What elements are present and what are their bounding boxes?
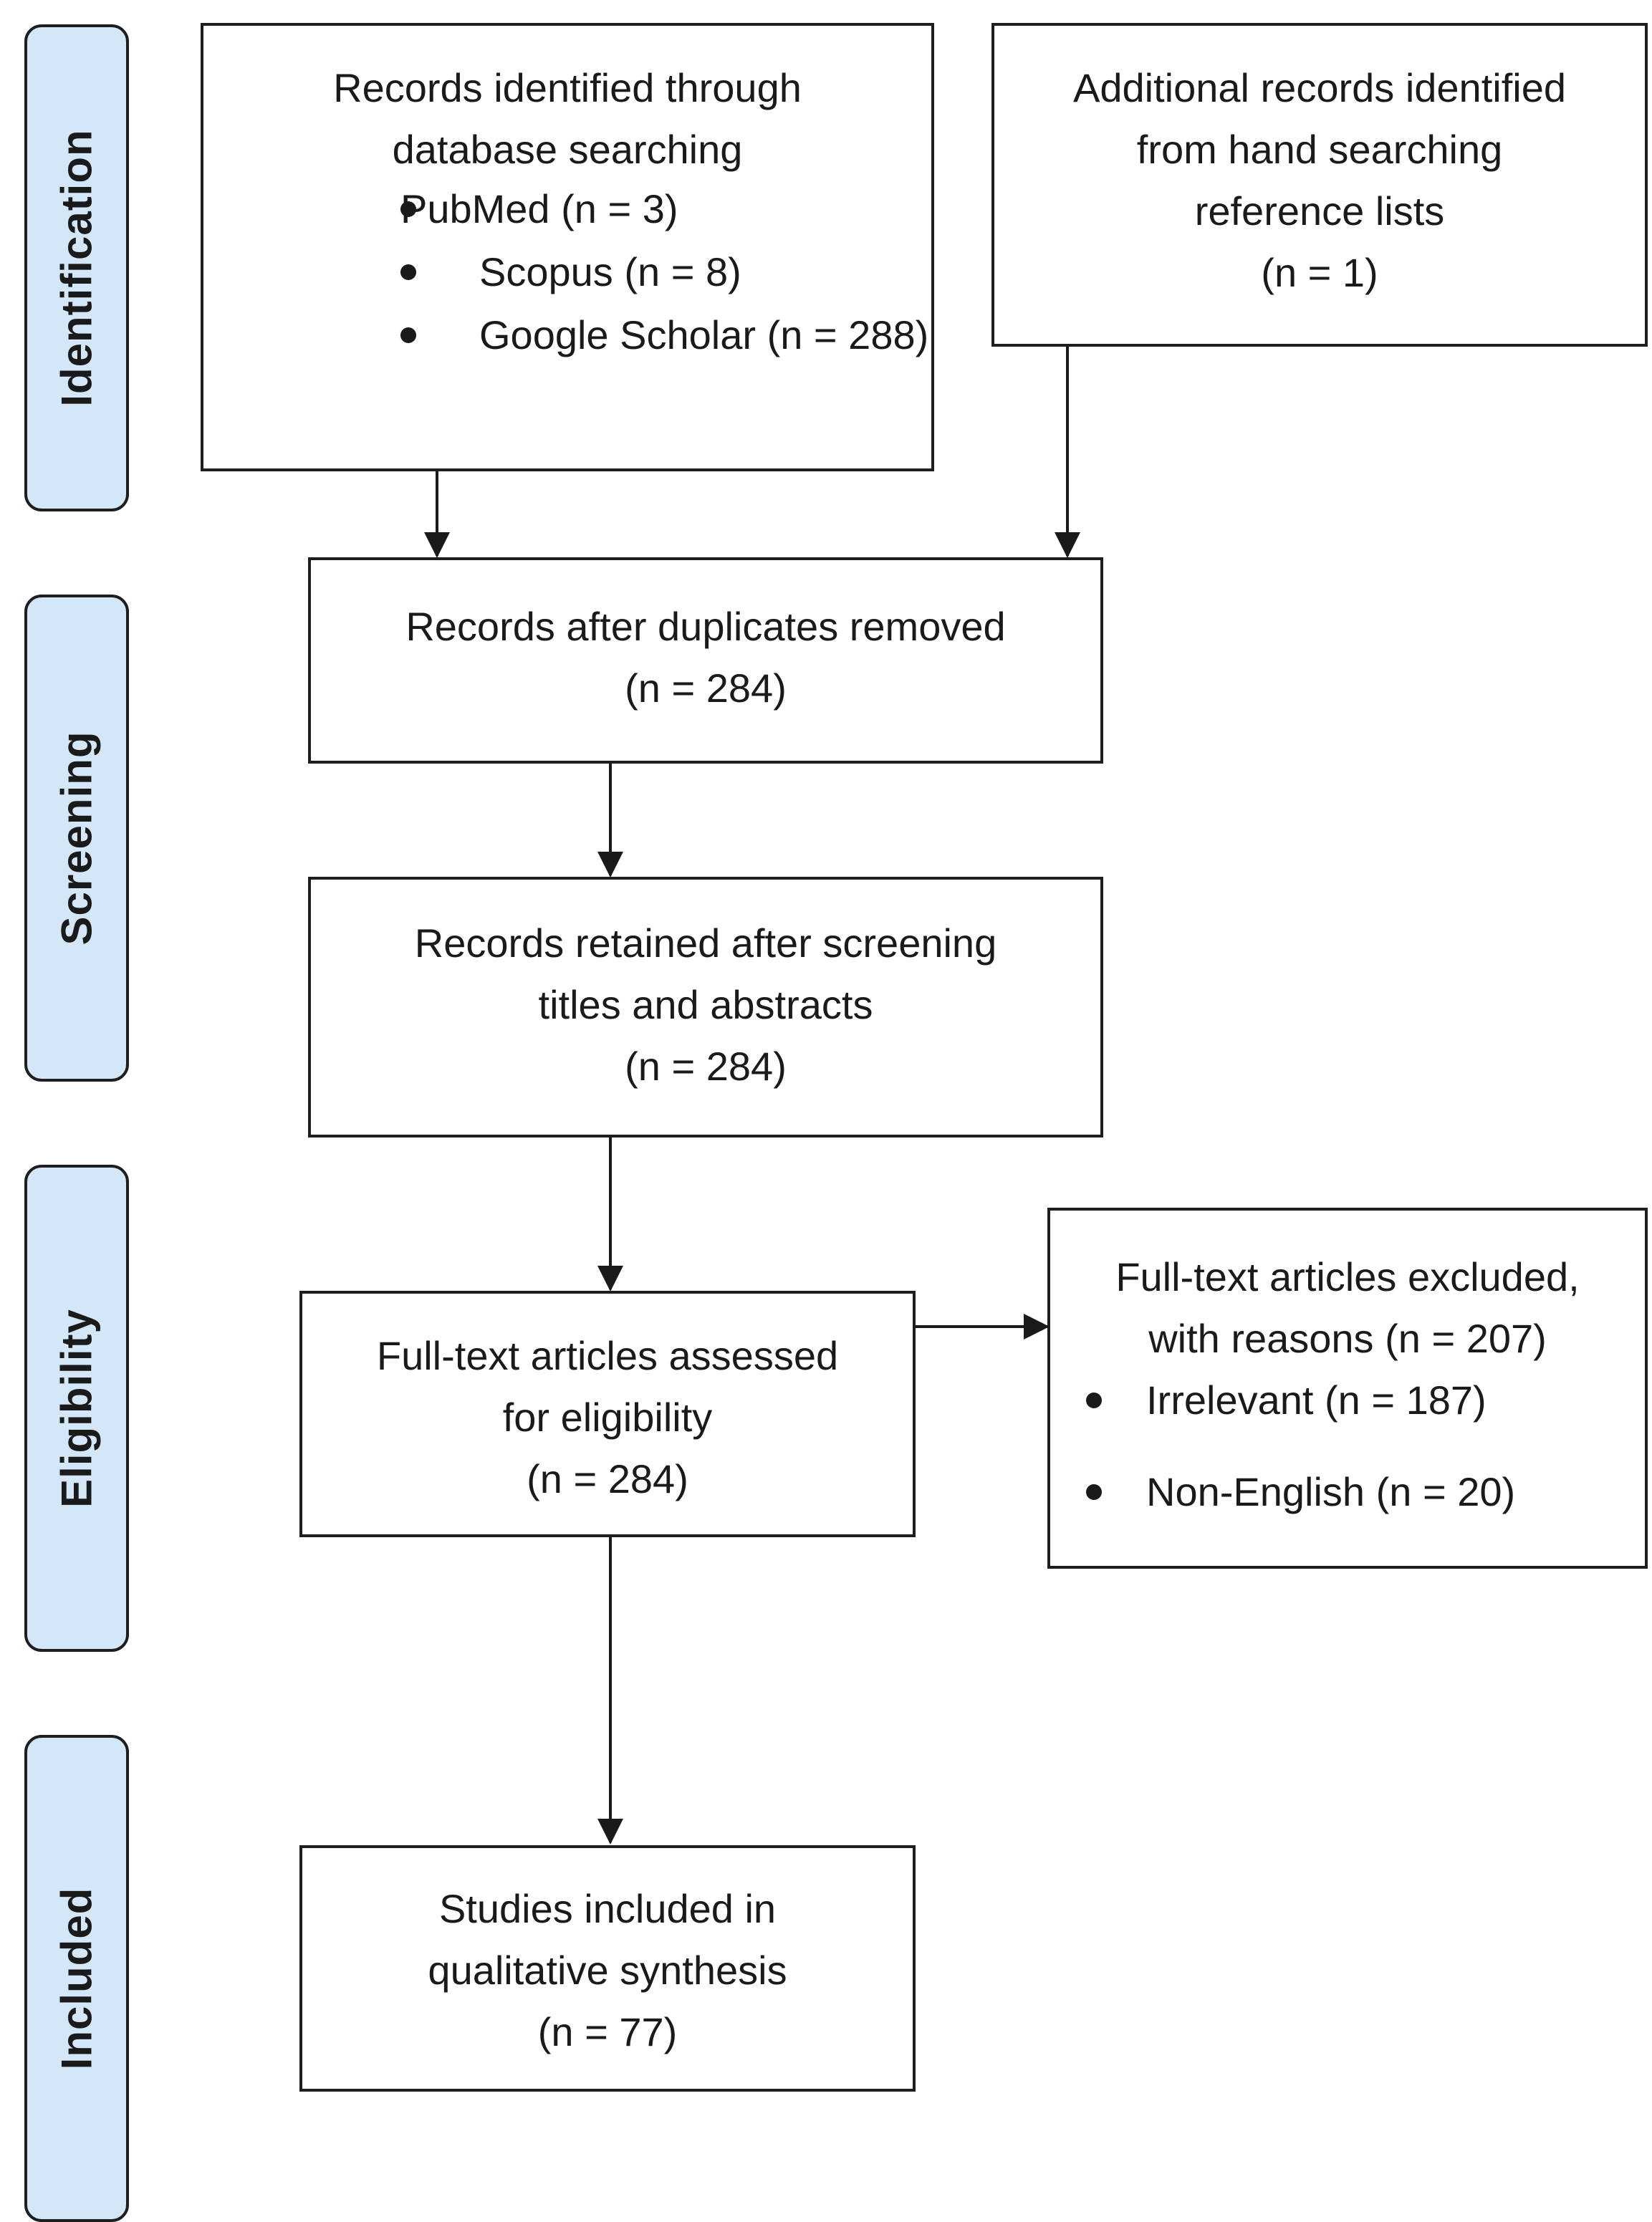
screened-count: (n = 284)	[625, 1044, 787, 1089]
phase-included: Included	[24, 1735, 129, 2222]
reason-non-english: Non-English (n = 20)	[1086, 1461, 1645, 1523]
additional-records-count: (n = 1)	[1261, 250, 1378, 295]
phase-eligibility-label: Eligibility	[52, 1309, 101, 1508]
excluded-box: Full-text articles excluded, with reason…	[1047, 1208, 1648, 1569]
phase-screening: Screening	[24, 595, 129, 1082]
full-text-box: Full-text articles assessed for eligibil…	[299, 1291, 916, 1537]
screened-line-2: titles and abstracts	[538, 982, 873, 1027]
duplicates-removed-count: (n = 284)	[625, 665, 787, 711]
duplicates-removed-box: Records after duplicates removed (n = 28…	[308, 557, 1103, 764]
additional-records-line-2: from hand searching	[1136, 127, 1503, 172]
excluded-line-2: with reasons (n = 207)	[1148, 1316, 1547, 1361]
full-text-line-2: for eligibility	[502, 1395, 713, 1440]
database-sources-list: PubMed (n = 3) Scopus (n = 8) Google Sch…	[400, 178, 931, 367]
full-text-line-1: Full-text articles assessed	[376, 1333, 839, 1378]
screened-box: Records retained after screening titles …	[308, 877, 1103, 1138]
source-pubmed: PubMed (n = 3)	[400, 178, 931, 241]
additional-records-line-1: Additional records identified	[1073, 65, 1566, 110]
database-search-box: Records identified through database sear…	[201, 23, 934, 471]
duplicates-removed-label: Records after duplicates removed	[405, 604, 1006, 649]
phase-screening-label: Screening	[52, 731, 101, 946]
source-google-scholar: Google Scholar (n = 288)	[400, 304, 931, 367]
database-search-line-2: database searching	[392, 127, 743, 172]
reason-irrelevant: Irrelevant (n = 187)	[1086, 1370, 1645, 1431]
exclusion-reasons-list: Irrelevant (n = 187) Non-English (n = 20…	[1086, 1370, 1645, 1523]
included-line-1: Studies included in	[438, 1886, 777, 1931]
included-box: Studies included in qualitative synthesi…	[299, 1845, 916, 2092]
phase-eligibility: Eligibility	[24, 1165, 129, 1652]
excluded-line-1: Full-text articles excluded,	[1115, 1254, 1580, 1299]
full-text-count: (n = 284)	[527, 1456, 688, 1501]
source-scopus: Scopus (n = 8)	[400, 241, 931, 304]
screened-line-1: Records retained after screening	[414, 920, 997, 966]
included-count: (n = 77)	[537, 2009, 678, 2054]
additional-records-line-3: reference lists	[1194, 188, 1445, 234]
phase-included-label: Included	[52, 1887, 101, 2070]
additional-records-box: Additional records identified from hand …	[991, 23, 1648, 347]
included-line-2: qualitative synthesis	[428, 1948, 787, 1993]
database-search-line-1: Records identified through	[333, 65, 802, 110]
phase-identification-label: Identification	[52, 129, 101, 407]
phase-identification: Identification	[24, 24, 129, 511]
